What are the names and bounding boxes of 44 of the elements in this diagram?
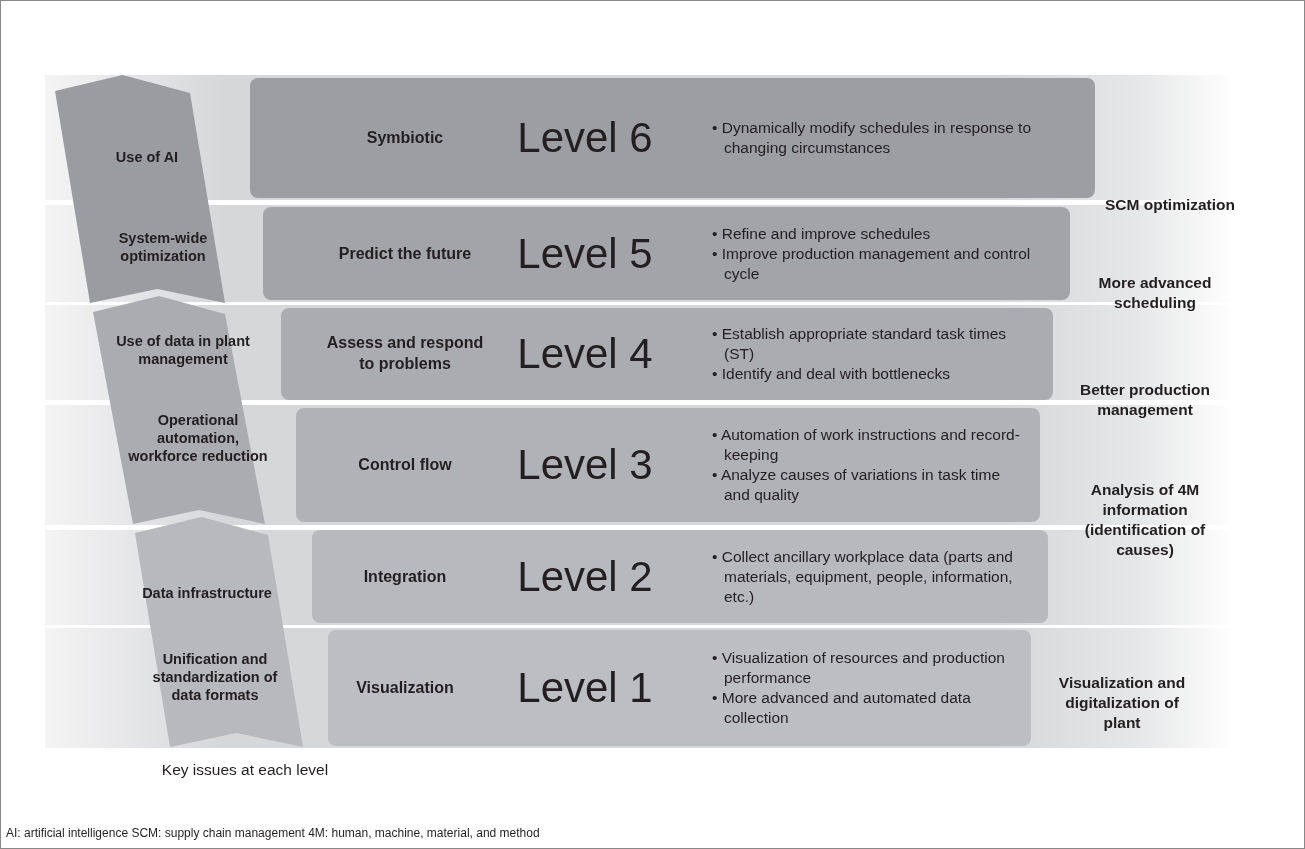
caption: AI: artificial intelligence SCM: supply chain management 4M: human, machine, material, and method bbox=[6, 826, 540, 840]
level-name: Integration bbox=[362, 566, 448, 587]
bullet-item: • Visualization of resources and production performance bbox=[712, 647, 1006, 688]
bullet-item: • Dynamically modify schedules in response to changing circumstances bbox=[712, 117, 1032, 158]
footnote-text: Key issues at each level bbox=[161, 759, 329, 780]
level-outcome: Visualization and digitalization of plant bbox=[1057, 672, 1187, 734]
chevron-panel bbox=[55, 75, 225, 303]
level-box bbox=[296, 408, 1040, 522]
bullet-item: • Collect ancillary workplace data (parts and materials, equipment, people, information, etc.) bbox=[712, 546, 1014, 607]
bullet-item: • Refine and improve schedules bbox=[712, 223, 932, 244]
chevron-label: Use of data in plant management bbox=[115, 331, 251, 369]
chevron-label: Operational automation, workforce reduction bbox=[128, 410, 268, 466]
bullet-item: • Identify and deal with bottlenecks bbox=[712, 364, 952, 385]
level-outcome: Better production management bbox=[1079, 379, 1211, 420]
level-outcome: Analysis of 4M information (identification of causes) bbox=[1083, 479, 1207, 561]
bullet-item: • Automation of work instructions and record-keeping bbox=[712, 424, 1021, 465]
level-name: Predict the future bbox=[337, 243, 473, 264]
bullet-item: • Improve production management and control cycle bbox=[712, 243, 1032, 284]
level-number: Level 6 bbox=[516, 114, 654, 162]
chevron-panel bbox=[93, 296, 265, 524]
level-number: Level 3 bbox=[516, 441, 654, 489]
bullet-item: • Analyze causes of variations in task time and quality bbox=[712, 465, 1001, 506]
level-box bbox=[263, 207, 1070, 300]
level-name: Assess and respond to problems bbox=[325, 333, 485, 374]
bullet-item: • Establish appropriate standard task times (ST) bbox=[712, 323, 1008, 364]
chevron-label: System-wide optimization bbox=[117, 228, 209, 266]
level-name: Symbiotic bbox=[365, 127, 445, 148]
level-box bbox=[328, 630, 1031, 746]
level-number: Level 4 bbox=[516, 330, 654, 378]
level-box bbox=[281, 308, 1053, 400]
level-box bbox=[250, 78, 1095, 198]
chevron-label: Data infrastructure bbox=[141, 583, 273, 603]
level-number: Level 1 bbox=[516, 664, 654, 712]
chevron-label: Unification and standardization of data formats bbox=[151, 649, 279, 705]
bullet-item: • More advanced and automated data collection bbox=[712, 688, 972, 729]
chevron-label: Use of AI bbox=[114, 147, 180, 167]
level-number: Level 2 bbox=[516, 552, 654, 601]
level-box bbox=[312, 530, 1048, 623]
level-outcome: More advanced scheduling bbox=[1097, 272, 1213, 313]
level-name: Control flow bbox=[357, 454, 453, 475]
chevron-panel bbox=[135, 517, 303, 747]
level-outcome: SCM optimization bbox=[1104, 194, 1236, 215]
level-name: Visualization bbox=[355, 677, 455, 698]
level-number: Level 5 bbox=[516, 229, 654, 278]
